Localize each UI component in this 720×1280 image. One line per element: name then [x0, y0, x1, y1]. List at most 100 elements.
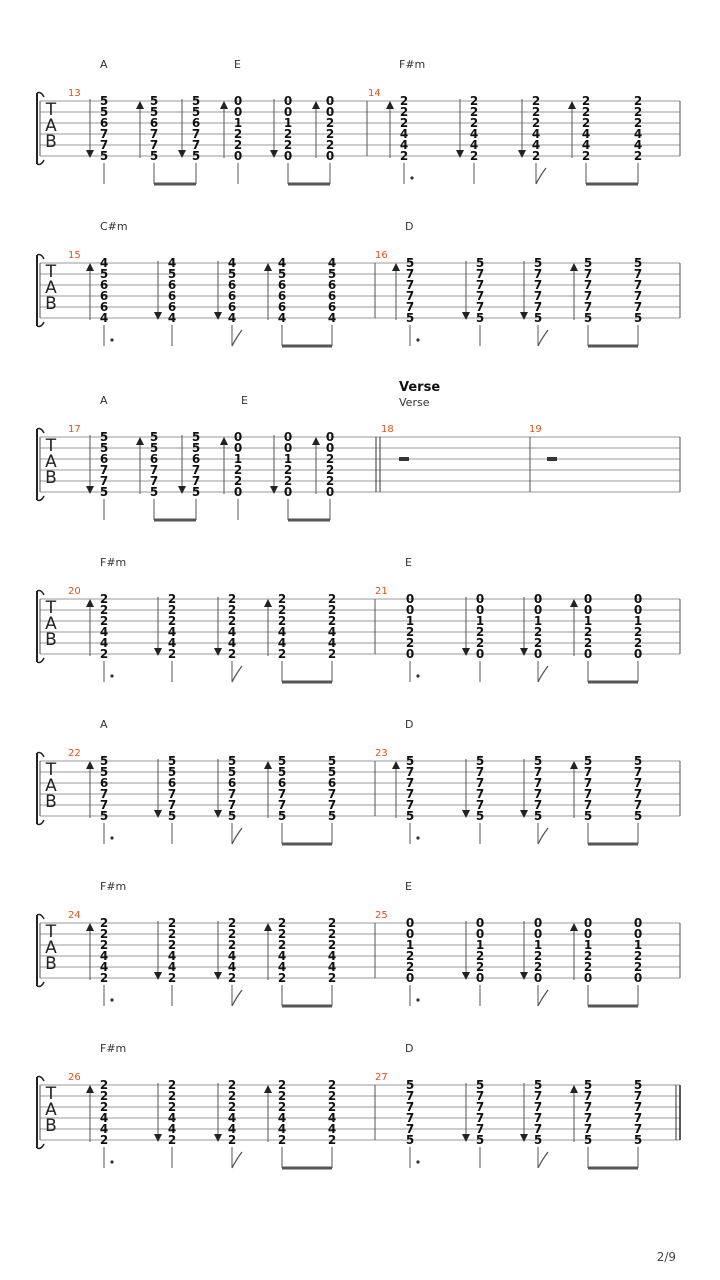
- fret-number: 5: [228, 754, 236, 768]
- fret-number: 7: [584, 1100, 592, 1114]
- strum-up-icon: [136, 437, 144, 445]
- fret-number: 7: [406, 1122, 414, 1136]
- fret-number: 4: [328, 960, 336, 974]
- fret-number: 2: [100, 1100, 108, 1114]
- fret-number: 2: [328, 1078, 336, 1092]
- fret-number: 4: [278, 960, 286, 974]
- fret-number: 0: [234, 149, 242, 163]
- fret-number: 2: [634, 960, 642, 974]
- fret-number: 4: [228, 1111, 236, 1125]
- strum-down-icon: [520, 810, 528, 818]
- fret-number: 7: [192, 463, 200, 477]
- tab-clef-letter: B: [45, 954, 57, 974]
- fret-number: 5: [100, 94, 108, 108]
- staff-bracket-bottom: [36, 159, 45, 166]
- fret-number: 5: [100, 149, 108, 163]
- fret-number: 5: [534, 311, 542, 325]
- measure-number: 18: [381, 424, 394, 435]
- fret-number: 0: [584, 647, 592, 661]
- fret-number: 2: [278, 1133, 286, 1147]
- fret-number: 5: [534, 256, 542, 270]
- fret-number: 1: [234, 452, 242, 466]
- fret-number: 6: [168, 278, 176, 292]
- fret-number: 2: [326, 463, 334, 477]
- fret-number: 0: [234, 430, 242, 444]
- strum-down-icon: [154, 810, 162, 818]
- fret-number: 7: [584, 278, 592, 292]
- fret-number: 7: [534, 1111, 542, 1125]
- staff-bracket-bottom: [36, 495, 45, 502]
- fret-number: 2: [228, 1078, 236, 1092]
- strum-down-icon: [214, 1134, 222, 1142]
- fret-number: 2: [582, 105, 590, 119]
- fret-number: 7: [476, 1122, 484, 1136]
- fret-number: 4: [228, 636, 236, 650]
- staff-bracket-bottom: [36, 1143, 45, 1150]
- fret-number: 4: [328, 1122, 336, 1136]
- fret-number: 2: [278, 938, 286, 952]
- fret-number: 5: [634, 311, 642, 325]
- fret-number: 7: [534, 1100, 542, 1114]
- fret-number: 5: [328, 765, 336, 779]
- fret-number: 7: [476, 267, 484, 281]
- strum-up-icon: [570, 1085, 578, 1093]
- fret-number: 0: [534, 647, 542, 661]
- fret-number: 7: [228, 787, 236, 801]
- staff-bracket-bottom: [36, 657, 45, 664]
- fret-number: 1: [584, 938, 592, 952]
- fret-number: 6: [328, 300, 336, 314]
- fret-number: 5: [278, 267, 286, 281]
- tab-clef-letter: T: [45, 436, 57, 456]
- fret-number: 0: [634, 971, 642, 985]
- fret-number: 7: [406, 1111, 414, 1125]
- strum-up-icon: [220, 101, 228, 109]
- chord-name: F#m: [100, 556, 126, 569]
- fret-number: 4: [400, 127, 408, 141]
- fret-number: 5: [192, 485, 200, 499]
- fret-number: 7: [534, 798, 542, 812]
- fret-number: 4: [168, 960, 176, 974]
- fret-number: 7: [328, 798, 336, 812]
- fret-number: 5: [584, 754, 592, 768]
- fret-number: 7: [534, 776, 542, 790]
- fret-number: 7: [634, 289, 642, 303]
- fret-number: 7: [634, 1089, 642, 1103]
- fret-number: 2: [278, 1089, 286, 1103]
- fret-number: 2: [326, 452, 334, 466]
- fret-number: 2: [278, 927, 286, 941]
- fret-number: 2: [100, 971, 108, 985]
- fret-number: 6: [228, 776, 236, 790]
- fret-number: 7: [476, 776, 484, 790]
- fret-number: 6: [328, 289, 336, 303]
- fret-number: 1: [634, 938, 642, 952]
- tab-clef-letter: B: [45, 1116, 57, 1136]
- fret-number: 2: [234, 463, 242, 477]
- fret-number: 2: [328, 1100, 336, 1114]
- fret-number: 2: [234, 127, 242, 141]
- fret-number: 4: [278, 949, 286, 963]
- fret-number: 0: [326, 94, 334, 108]
- staff-bracket-top: [36, 253, 45, 260]
- fret-number: 4: [532, 127, 540, 141]
- fret-number: 6: [228, 300, 236, 314]
- fret-number: 5: [328, 809, 336, 823]
- fret-number: 7: [534, 1122, 542, 1136]
- fret-number: 2: [400, 94, 408, 108]
- fret-number: 2: [168, 603, 176, 617]
- chord-name: F#m: [399, 58, 425, 71]
- fret-number: 7: [406, 300, 414, 314]
- fret-number: 2: [326, 138, 334, 152]
- tab-clef-letter: B: [45, 294, 57, 314]
- flag-icon: [231, 1151, 243, 1169]
- strum-up-icon: [264, 761, 272, 769]
- fret-number: 4: [100, 311, 108, 325]
- fret-number: 0: [234, 485, 242, 499]
- fret-number: 2: [228, 614, 236, 628]
- strum-up-icon: [264, 263, 272, 271]
- strum-down-icon: [518, 150, 526, 158]
- tab-clef-letter: T: [45, 1084, 57, 1104]
- fret-number: 1: [584, 614, 592, 628]
- fret-number: 1: [284, 452, 292, 466]
- flag-icon: [231, 329, 243, 347]
- fret-number: 7: [406, 787, 414, 801]
